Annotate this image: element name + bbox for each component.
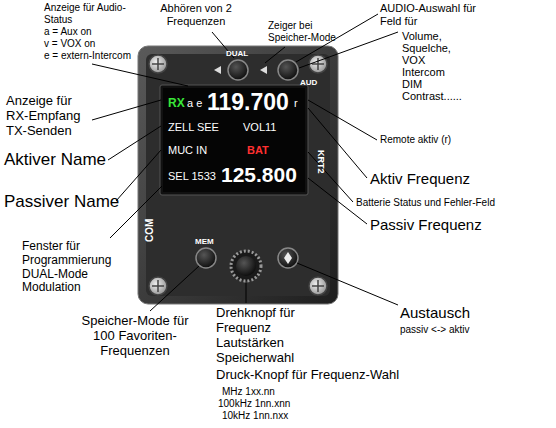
panel-text: COM: [145, 219, 155, 242]
display-text: 119.700: [207, 91, 289, 114]
callout-title: Austausch: [400, 304, 470, 321]
callout-text: Contrast......: [402, 90, 462, 103]
panel-text: DUAL: [226, 49, 248, 58]
callout-text: 10kHz 1nn.nxx: [222, 410, 288, 422]
callout-text: a = Aux on: [44, 26, 92, 38]
callout-title: Passiver Name: [4, 192, 119, 212]
callout-text: Volume,: [402, 30, 442, 43]
display-text: r: [294, 98, 298, 109]
display-frame: [160, 85, 308, 195]
callout-text: Fenster für Programmierung DUAL-Mode Mod…: [22, 240, 122, 295]
display-text: BAT: [247, 145, 269, 156]
display-text: SEL 1533: [168, 171, 216, 182]
callout-title: Aktiv Frequenz: [370, 170, 470, 187]
leader-lines: [92, 14, 398, 311]
callout-text: v = VOX on: [44, 38, 95, 50]
callout-text: Intercom: [402, 66, 445, 79]
callout-title: Aktiver Name: [4, 150, 106, 170]
callout-text: passiv <-> aktiv: [400, 324, 469, 336]
callout-text: Drehknopf für Frequenz Lautstärken Speic…: [216, 306, 312, 366]
callout-text: Anzeige für RX-Empfang TX-Senden: [6, 94, 96, 139]
bottom-controls: [196, 248, 298, 281]
callout-text: DIM: [402, 78, 422, 91]
callout-text: 100kHz 1nn.xnn: [218, 398, 290, 410]
callout-text: AUDIO-Auswahl für Feld für: [380, 2, 490, 27]
callout-text: Squelche,: [402, 42, 451, 55]
callout-text: VOX: [402, 54, 425, 67]
display-text: ZELL SEE: [168, 122, 219, 133]
callout-text: Druck-Knopf für Frequenz-Wahl: [216, 368, 399, 383]
display-text: 125.800: [221, 164, 297, 185]
callout-text: Abhören von 2 Frequenzen: [150, 2, 242, 27]
callout-text: Zeiger bei Speicher-Mode: [268, 20, 348, 43]
panel-text: MEM: [195, 237, 214, 246]
display-text: VOL11: [243, 122, 276, 133]
top-buttons: [214, 60, 298, 80]
display-text: RX: [168, 97, 185, 109]
callout-text: MHz 1xx.nn: [222, 386, 275, 398]
callout-text: Remote aktiv (r): [380, 134, 451, 146]
panel-text: KRT2: [316, 150, 325, 174]
display-text: a e: [187, 98, 202, 109]
callout-text: Anzeige für Audio-Status: [44, 2, 139, 25]
panel-text: AUD: [300, 78, 317, 87]
callout-text: Speicher-Mode für 100 Favoriten-Frequenz…: [78, 314, 192, 359]
display-text: MUC IN: [168, 145, 207, 156]
radio-housing: [138, 46, 338, 304]
display-screen: RXa e 119.700 rZELL SEE VOL11MUC IN BAT SEL 1…: [163, 88, 305, 192]
callout-text: e = extern-Intercom: [44, 50, 131, 62]
radio-face: [146, 54, 330, 296]
callout-title: Passiv Frequenz: [370, 216, 482, 233]
screws: [149, 55, 327, 295]
callout-text: Batterie Status und Fehler-Feld: [356, 197, 495, 209]
